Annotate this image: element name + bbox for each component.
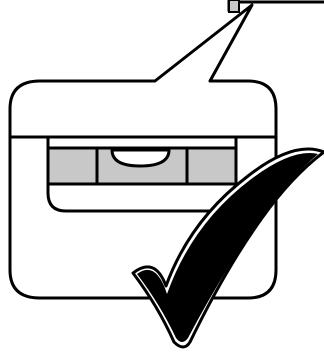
spirit-level-icon	[46, 146, 238, 186]
panel-outline	[227, 0, 324, 12]
check-icon-fill	[137, 153, 318, 342]
panel-edge	[228, 0, 240, 13]
mounted-panel	[227, 0, 324, 13]
level-bubble	[110, 148, 171, 168]
